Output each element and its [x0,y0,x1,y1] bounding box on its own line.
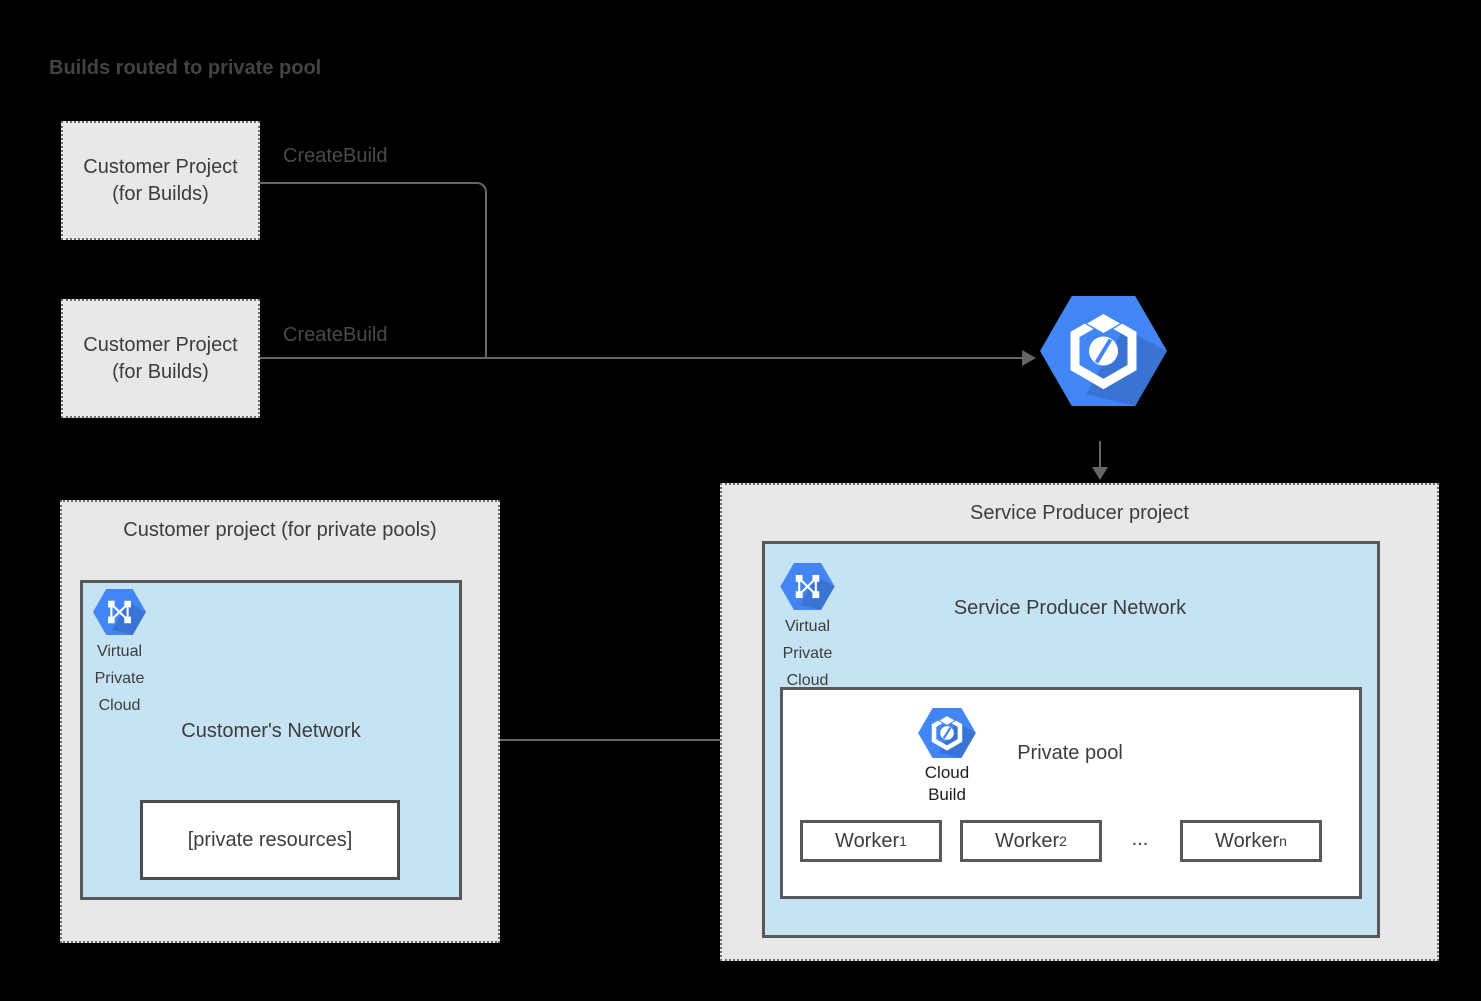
customer-pool-project-title: Customer project (for private pools) [123,519,437,541]
diagram-title: Builds routed to private pool [49,57,322,79]
arrowhead-down [1092,467,1108,480]
spn-vpc-label-line1: Virtual [784,618,831,635]
connector-to-cloud-build [260,357,1023,359]
cloud-build-icon [1040,296,1167,411]
create-build-label-2: CreateBuild [283,324,388,346]
workers-ellipsis: ... [1131,828,1149,850]
customer-build-project-2: Customer Project (for Builds) [61,299,260,418]
cloud-build-label-line1: Cloud [924,763,970,782]
service-producer-network-title: Service Producer Network [953,597,1187,619]
spn-vpc-label-line3: Cloud [786,672,829,689]
peering-connector [474,739,747,741]
cn-vpc-label-line2: Private [94,670,145,687]
customer-build-project-2-line1: Customer Project [83,333,238,356]
customer-network-title: Customer's Network [181,720,361,742]
private-resources-box: [private resources] [140,800,400,880]
customer-build-project-1-line1: Customer Project [83,155,238,178]
cloud-build-icon-small [918,708,976,763]
spn-vpc-label-line2: Private [782,645,833,662]
worker-2-label: Worker [995,829,1060,852]
spn-vpc-label: Virtual Private Cloud [767,613,848,694]
private-pool-box [780,687,1362,899]
connector-elbow [260,182,487,358]
service-producer-project-title: Service Producer project [970,502,1189,524]
cn-vpc-label: Virtual Private Cloud [81,638,158,719]
cloud-build-label: Cloud Build [901,762,993,806]
vpc-icon [780,563,835,615]
cloud-build-label-line2: Build [928,785,966,804]
vpc-icon [93,589,146,640]
cn-vpc-label-line3: Cloud [98,697,141,714]
customer-build-project-2-line2: (for Builds) [112,360,209,383]
private-pool-title: Private pool [1017,742,1123,764]
arrowhead-to-cloud-build [1022,350,1036,366]
customer-build-project-1: Customer Project (for Builds) [61,121,260,240]
create-build-label-1: CreateBuild [283,145,388,167]
customer-build-project-1-line2: (for Builds) [112,182,209,205]
worker-n-label: Worker [1215,829,1280,852]
worker-1-label: Worker [835,829,900,852]
connector-cloud-build-to-project [1099,441,1101,469]
private-resources-label: [private resources] [187,828,353,851]
cn-vpc-label-line1: Virtual [96,643,143,660]
